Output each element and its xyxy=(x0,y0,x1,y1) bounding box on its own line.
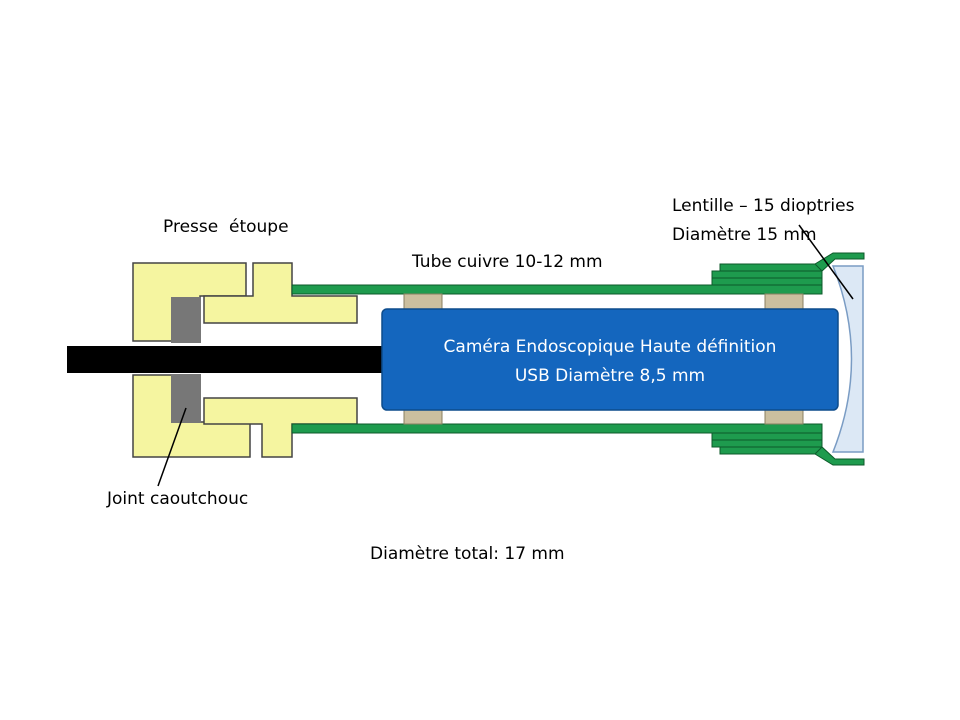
ring-top-2 xyxy=(711,270,823,279)
camera-label-line2: USB Diamètre 8,5 mm xyxy=(515,366,705,386)
camera-body xyxy=(381,308,839,411)
joint-label: Joint caoutchouc xyxy=(106,489,248,509)
ring-top-1 xyxy=(711,277,823,286)
usb-cable xyxy=(67,346,388,373)
lens-holder-top xyxy=(814,252,865,272)
tube-wall-top xyxy=(291,284,823,295)
lens xyxy=(831,265,864,453)
gland-body-top xyxy=(203,262,358,324)
gland-label: Presse étoupe xyxy=(163,217,289,237)
ring-bottom-2 xyxy=(711,439,823,448)
ring-bottom-1 xyxy=(711,432,823,441)
camera-label-line1: Caméra Endoscopique Haute définition xyxy=(444,337,777,357)
rubber-seal-bottom xyxy=(171,374,201,423)
joint-pointer-line xyxy=(157,407,187,487)
tube-wall-bottom xyxy=(291,423,823,434)
spacer-top-right xyxy=(764,293,804,310)
total-diameter-label: Diamètre total: 17 mm xyxy=(370,544,565,564)
tube-label: Tube cuivre 10-12 mm xyxy=(411,252,603,272)
lens-pointer-line xyxy=(798,224,854,300)
lens-label-line1: Lentille – 15 dioptries xyxy=(672,196,855,216)
tube-end-rings xyxy=(711,252,865,466)
lens-label-line2: Diamètre 15 mm xyxy=(672,225,817,245)
spacer-bottom-left xyxy=(403,409,443,425)
ring-bottom-3 xyxy=(719,446,823,455)
spacers xyxy=(403,293,804,425)
lens-holder-bottom xyxy=(814,446,865,466)
rubber-seal-top xyxy=(171,297,201,343)
spacer-bottom-right xyxy=(764,409,804,425)
ring-top-3 xyxy=(719,263,823,272)
spacer-top-left xyxy=(403,293,443,310)
copper-tube xyxy=(291,284,823,434)
gland-body-bottom xyxy=(203,397,358,458)
